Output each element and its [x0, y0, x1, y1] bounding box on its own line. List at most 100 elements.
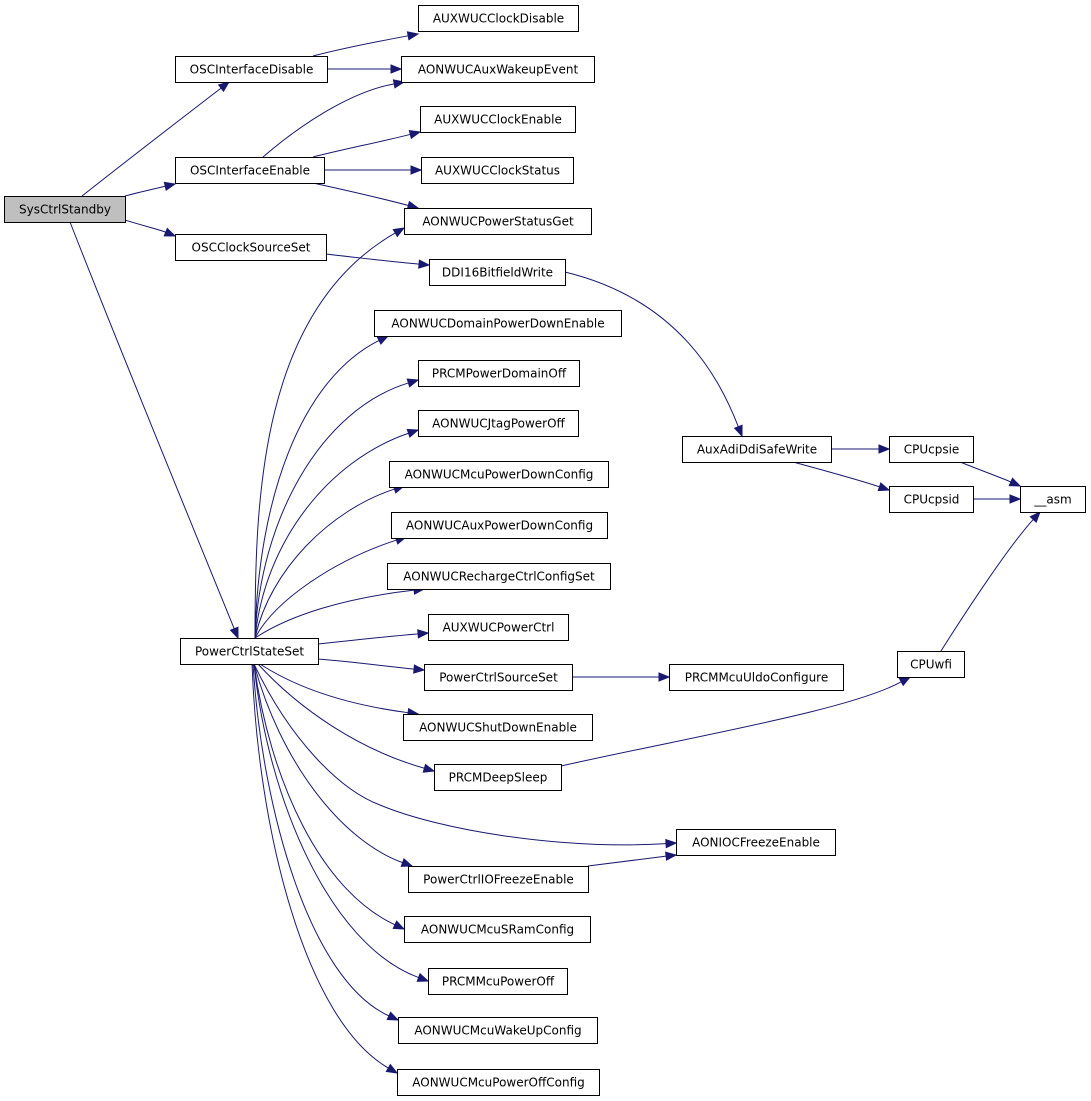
edge-line — [251, 663, 389, 1069]
edge-line — [254, 382, 409, 639]
arrowhead — [217, 81, 231, 93]
call-edges — [69, 31, 1041, 1074]
arrowhead — [390, 64, 403, 74]
node-box — [175, 157, 325, 184]
node-AONWUCMcuPowerOffConfig[interactable]: AONWUCMcuPowerOffConfig — [397, 1069, 600, 1096]
arrowhead — [898, 676, 912, 687]
node-box — [424, 664, 573, 691]
node-box — [682, 436, 832, 463]
arrowhead — [418, 259, 431, 269]
edge-line — [312, 35, 409, 57]
node-AUXWUCClockEnable[interactable]: AUXWUCClockEnable — [420, 106, 576, 133]
edge-line — [124, 219, 166, 233]
arrowhead — [229, 626, 239, 640]
node-box — [175, 56, 328, 83]
node-label: AONWUCMcuSRamConfig — [421, 923, 574, 937]
node-AONWUCRechargeCtrlConfigSet[interactable]: AONWUCRechargeCtrlConfigSet — [387, 563, 611, 590]
node-box — [387, 563, 611, 590]
edge-PowerCtrlStateSet-to-AONWUCPowerStatusGet — [254, 227, 406, 639]
edge-line — [124, 185, 166, 197]
node-box — [389, 461, 609, 488]
node-AONWUCAuxPowerDownConfig[interactable]: AONWUCAuxPowerDownConfig — [391, 512, 608, 539]
node-label: SysCtrlStandby — [19, 203, 111, 217]
arrowhead — [413, 664, 426, 674]
node-box — [374, 310, 622, 337]
node-AONWUCDomainPowerDownEnable[interactable]: AONWUCDomainPowerDownEnable — [374, 310, 622, 337]
node-PowerCtrlIOFreezeEnable[interactable]: PowerCtrlIOFreezeEnable — [408, 866, 589, 893]
node-AONWUCMcuSRamConfig[interactable]: AONWUCMcuSRamConfig — [404, 916, 591, 943]
node-PRCMDeepSleep[interactable]: PRCMDeepSleep — [434, 764, 562, 791]
node-AUXWUCClockDisable[interactable]: AUXWUCClockDisable — [418, 5, 579, 32]
edge-line — [959, 461, 1012, 483]
node-AONWUCPowerStatusGet[interactable]: AONWUCPowerStatusGet — [404, 208, 592, 235]
node-PRCMPowerDomainOff[interactable]: PRCMPowerDomainOff — [418, 360, 580, 387]
node-AONWUCShutDownEnable[interactable]: AONWUCShutDownEnable — [403, 714, 593, 741]
edge-CPUcpsid-to-__asm — [973, 494, 1022, 504]
node-label: PowerCtrlSourceSet — [439, 671, 558, 685]
edge-line — [792, 461, 880, 488]
node-OSCClockSourceSet[interactable]: OSCClockSourceSet — [175, 234, 327, 261]
node-AONWUCMcuWakeUpConfig[interactable]: AONWUCMcuWakeUpConfig — [398, 1017, 598, 1044]
node-__asm[interactable]: __asm — [1020, 486, 1086, 513]
edge-AuxAdiDdiSafeWrite-to-CPUcpsie — [831, 444, 891, 454]
arrowhead — [877, 482, 891, 492]
node-AONIOCFreezeEnable[interactable]: AONIOCFreezeEnable — [676, 829, 836, 856]
node-CPUcpsid[interactable]: CPUcpsid — [889, 486, 974, 513]
node-label: OSCClockSourceSet — [192, 241, 311, 255]
node-box — [404, 916, 591, 943]
node-PRCMMcuUldoConfigure[interactable]: PRCMMcuUldoConfigure — [669, 664, 844, 691]
edge-OSCInterfaceDisable-to-AONWUCAuxWakeupEvent — [327, 64, 403, 74]
edge-line — [560, 681, 902, 767]
arrowhead — [163, 227, 177, 237]
arrowhead — [733, 424, 743, 438]
arrowhead — [410, 165, 423, 175]
node-AONWUCJtagPowerOff[interactable]: AONWUCJtagPowerOff — [418, 410, 579, 437]
edge-line — [81, 87, 222, 197]
node-OSCInterfaceDisable[interactable]: OSCInterfaceDisable — [175, 56, 328, 83]
node-box — [408, 866, 589, 893]
node-AUXWUCClockStatus[interactable]: AUXWUCClockStatus — [421, 157, 574, 184]
node-box — [404, 208, 592, 235]
edge-CPUcpsie-to-__asm — [959, 461, 1022, 487]
node-AONWUCMcuPowerDownConfig[interactable]: AONWUCMcuPowerDownConfig — [389, 461, 609, 488]
edge-OSCInterfaceEnable-to-AONWUCAuxWakeupEvent — [262, 79, 406, 158]
arrowhead — [665, 838, 678, 849]
node-CPUwfi[interactable]: CPUwfi — [897, 651, 965, 678]
node-label: AuxAdiDdiSafeWrite — [697, 443, 817, 457]
node-label: AONWUCAuxWakeupEvent — [418, 63, 579, 77]
node-PRCMMcuPowerOff[interactable]: PRCMMcuPowerOff — [428, 968, 568, 995]
node-label: PowerCtrlStateSet — [195, 645, 304, 659]
node-DDI16BitfieldWrite[interactable]: DDI16BitfieldWrite — [429, 259, 566, 286]
node-box — [676, 829, 836, 856]
edge-SysCtrlStandby-to-OSCClockSourceSet — [124, 219, 177, 237]
arrowhead — [1029, 511, 1041, 523]
edge-line — [253, 663, 419, 979]
edge-OSCInterfaceEnable-to-AONWUCPowerStatusGet — [312, 182, 420, 210]
node-PowerCtrlSourceSet[interactable]: PowerCtrlSourceSet — [424, 664, 573, 691]
node-AuxAdiDdiSafeWrite[interactable]: AuxAdiDdiSafeWrite — [682, 436, 832, 463]
edge-PowerCtrlIOFreezeEnable-to-AONIOCFreezeEnable — [587, 851, 678, 867]
node-label: AONWUCMcuPowerOffConfig — [412, 1076, 585, 1090]
edge-PowerCtrlStateSet-to-PRCMMcuPowerOff — [253, 663, 430, 982]
edge-DDI16BitfieldWrite-to-AuxAdiDdiSafeWrite — [564, 271, 743, 438]
edge-line — [253, 663, 403, 864]
node-label: AUXWUCClockEnable — [434, 113, 562, 127]
edge-PowerCtrlStateSet-to-AONWUCJtagPowerOff — [254, 428, 420, 639]
edge-PowerCtrlStateSet-to-AONIOCFreezeEnable — [253, 663, 678, 849]
edge-PowerCtrlStateSet-to-AONWUCMcuSRamConfig — [253, 663, 406, 930]
node-AUXWUCPowerCtrl[interactable]: AUXWUCPowerCtrl — [428, 614, 569, 641]
node-CPUcpsie[interactable]: CPUcpsie — [889, 436, 974, 463]
node-SysCtrlStandby[interactable]: SysCtrlStandby — [4, 196, 126, 223]
node-label: PRCMPowerDomainOff — [432, 367, 567, 381]
node-PowerCtrlStateSet[interactable]: PowerCtrlStateSet — [180, 638, 319, 665]
node-OSCInterfaceEnable[interactable]: OSCInterfaceEnable — [175, 157, 325, 184]
edge-OSCInterfaceEnable-to-AUXWUCClockEnable — [312, 129, 422, 158]
edge-line — [564, 271, 739, 427]
node-label: OSCInterfaceDisable — [190, 63, 314, 77]
arrowhead — [417, 629, 430, 639]
arrowhead — [400, 857, 414, 867]
edge-AuxAdiDdiSafeWrite-to-CPUcpsid — [792, 461, 891, 492]
node-AONWUCAuxWakeupEvent[interactable]: AONWUCAuxWakeupEvent — [401, 56, 595, 83]
node-label: AONWUCMcuWakeUpConfig — [414, 1024, 581, 1038]
